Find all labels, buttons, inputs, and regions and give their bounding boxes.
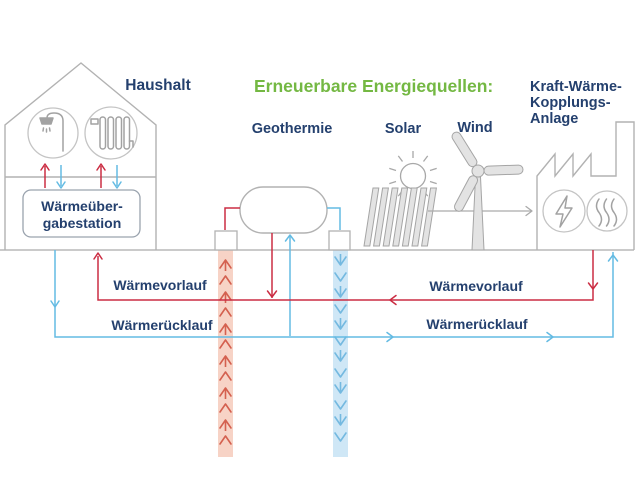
house: Wärmeüber- gabestation	[4, 62, 157, 250]
shower-icon	[39, 112, 64, 152]
heat-transfer-station-box	[22, 189, 141, 238]
wind-label: Wind	[457, 120, 492, 136]
vorlauf-right-label: Wärmevorlauf	[429, 278, 523, 294]
supply-line	[97, 250, 594, 301]
turbine-blades	[451, 131, 524, 212]
electricity-circle	[542, 189, 586, 233]
return-arrow-right1	[386, 331, 394, 343]
return-arrow-right2	[546, 331, 554, 343]
lightning-icon	[555, 195, 573, 228]
ruecklauf-right-label: Wärmerücklauf	[426, 316, 527, 332]
hot-borehole-column	[218, 250, 233, 457]
solar-panel	[363, 187, 437, 247]
supply-arrow-left	[389, 294, 397, 306]
cold-well-pipe	[327, 207, 341, 230]
return-arrow-from-house	[50, 300, 60, 308]
geothermal-tank	[239, 186, 328, 234]
supply-arrow-into-house	[93, 252, 103, 260]
chp-label-line2: Kopplungs-	[530, 95, 611, 111]
solar-plant	[363, 151, 437, 247]
chp-factory	[536, 121, 635, 250]
heading-label: Erneuerbare Energiequellen:	[254, 76, 493, 96]
wind-turbine	[451, 131, 524, 251]
upward-flow-arrows	[219, 259, 232, 445]
geo-return-arrow	[284, 234, 296, 242]
return-line	[54, 250, 614, 338]
heat-waves-icon	[595, 198, 618, 227]
wellhead-right	[328, 230, 351, 251]
return-arrow-into-chp	[607, 254, 619, 262]
solar-label: Solar	[385, 121, 422, 137]
ruecklauf-left-label: Wärmerücklauf	[111, 317, 212, 333]
heat-network	[50, 250, 619, 343]
downward-flow-arrows	[334, 254, 347, 442]
turbine-hub	[471, 164, 485, 178]
shower-circle	[27, 107, 79, 159]
house-outline	[4, 62, 157, 250]
wellhead-left	[214, 230, 238, 251]
geo-supply-arrow	[266, 290, 278, 298]
vorlauf-left-label: Wärmevorlauf	[113, 277, 207, 293]
hot-well-pipe	[224, 207, 240, 230]
chp-label-line3: Anlage	[530, 111, 578, 127]
haushalt-label: Haushalt	[125, 77, 190, 94]
geothermie-label: Geothermie	[252, 121, 333, 137]
chp-label-line1: Kraft-Wärme-	[530, 79, 622, 95]
factory-outline	[536, 121, 635, 250]
geothermal-boreholes	[218, 250, 348, 457]
geothermal-plant	[214, 186, 351, 336]
house-internal-arrows	[40, 163, 122, 189]
electricity-arrow	[525, 205, 533, 217]
supply-arrow-from-chp	[587, 282, 599, 290]
radiator-icon	[90, 116, 134, 150]
station-label-line2: gabestation	[43, 215, 122, 231]
station-label-line1: Wärmeüber-	[41, 198, 123, 214]
